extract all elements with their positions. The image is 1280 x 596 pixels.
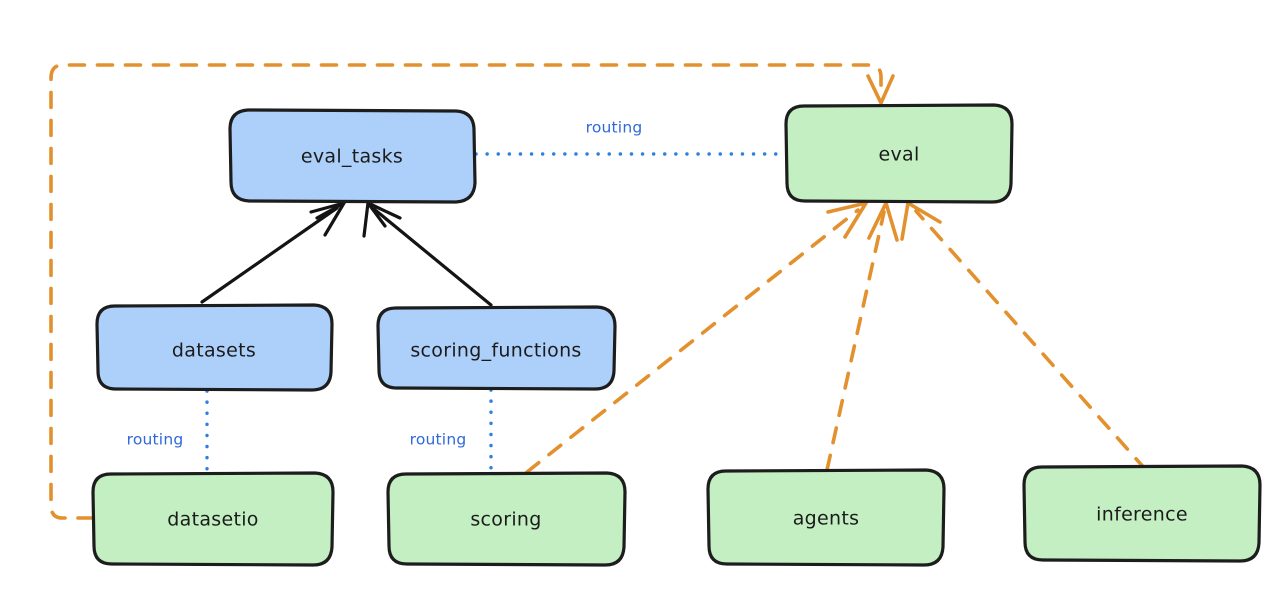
node-inference[interactable]: inference (1022, 464, 1262, 563)
edge-scoring-functions-eval-tasks-path (372, 207, 493, 307)
edge-scoring-eval-arrowhead (826, 201, 868, 239)
node-datasetio-shape[interactable] (91, 471, 335, 567)
edge-label-routing-scoring: routing (410, 431, 467, 449)
node-scoring[interactable]: scoring (386, 471, 627, 567)
node-inference-shape[interactable] (1022, 464, 1262, 563)
node-eval-tasks-label: eval_tasks (301, 146, 403, 168)
edge-agents-eval (825, 201, 899, 472)
edge-datasetio-eval (49, 63, 895, 520)
edge-scoring-eval (525, 201, 868, 474)
node-eval-shape[interactable] (784, 103, 1014, 204)
edge-label-routing-datasetio: routing (127, 431, 184, 449)
edge-agents-eval-path (825, 210, 886, 472)
node-eval[interactable]: eval (784, 103, 1014, 204)
edge-datasets-eval-tasks-arrowfill (315, 201, 346, 220)
edge-eval-tasks-eval: routing (474, 119, 786, 156)
node-layer: eval_tasks eval datasets scoring_functio… (91, 103, 1262, 567)
node-agents-label: agents (793, 508, 860, 530)
node-scoring-label: scoring (470, 509, 541, 531)
edge-datasetio-eval-path (49, 63, 883, 520)
edge-datasets-eval-tasks-path (200, 206, 339, 304)
edge-datasets-eval-tasks (200, 201, 346, 304)
edge-scoring-functions-eval-tasks-arrowfill (366, 201, 387, 228)
edge-inference-eval (900, 201, 1148, 472)
edge-datasets-datasetio: routing (127, 389, 209, 475)
node-scoring-shape[interactable] (386, 471, 627, 567)
node-eval-label: eval (878, 144, 919, 166)
node-inference-label: inference (1096, 504, 1188, 526)
node-datasets-label: datasets (172, 340, 256, 362)
node-datasets-shape[interactable] (95, 303, 334, 392)
node-datasetio-label: datasetio (167, 509, 258, 531)
node-eval-tasks-shape[interactable] (228, 108, 477, 204)
edge-scoring-functions-scoring: routing (410, 388, 493, 475)
edge-layer: routing routing routing (49, 63, 1148, 520)
edge-label-routing-eval: routing (586, 119, 643, 137)
edge-scoring-eval-path (525, 208, 860, 474)
edge-datasetio-eval-arrowhead (866, 74, 895, 105)
node-scoring-functions[interactable]: scoring_functions (376, 305, 617, 391)
node-scoring-functions-shape[interactable] (376, 305, 617, 391)
node-datasets[interactable]: datasets (95, 303, 334, 392)
node-agents-shape[interactable] (706, 468, 946, 567)
node-scoring-functions-label: scoring_functions (410, 340, 581, 362)
node-eval-tasks[interactable]: eval_tasks (228, 108, 477, 204)
edge-scoring-functions-eval-tasks (362, 201, 493, 307)
node-agents[interactable]: agents (706, 468, 946, 567)
edge-inference-eval-path (914, 209, 1148, 472)
node-datasetio[interactable]: datasetio (91, 471, 335, 567)
